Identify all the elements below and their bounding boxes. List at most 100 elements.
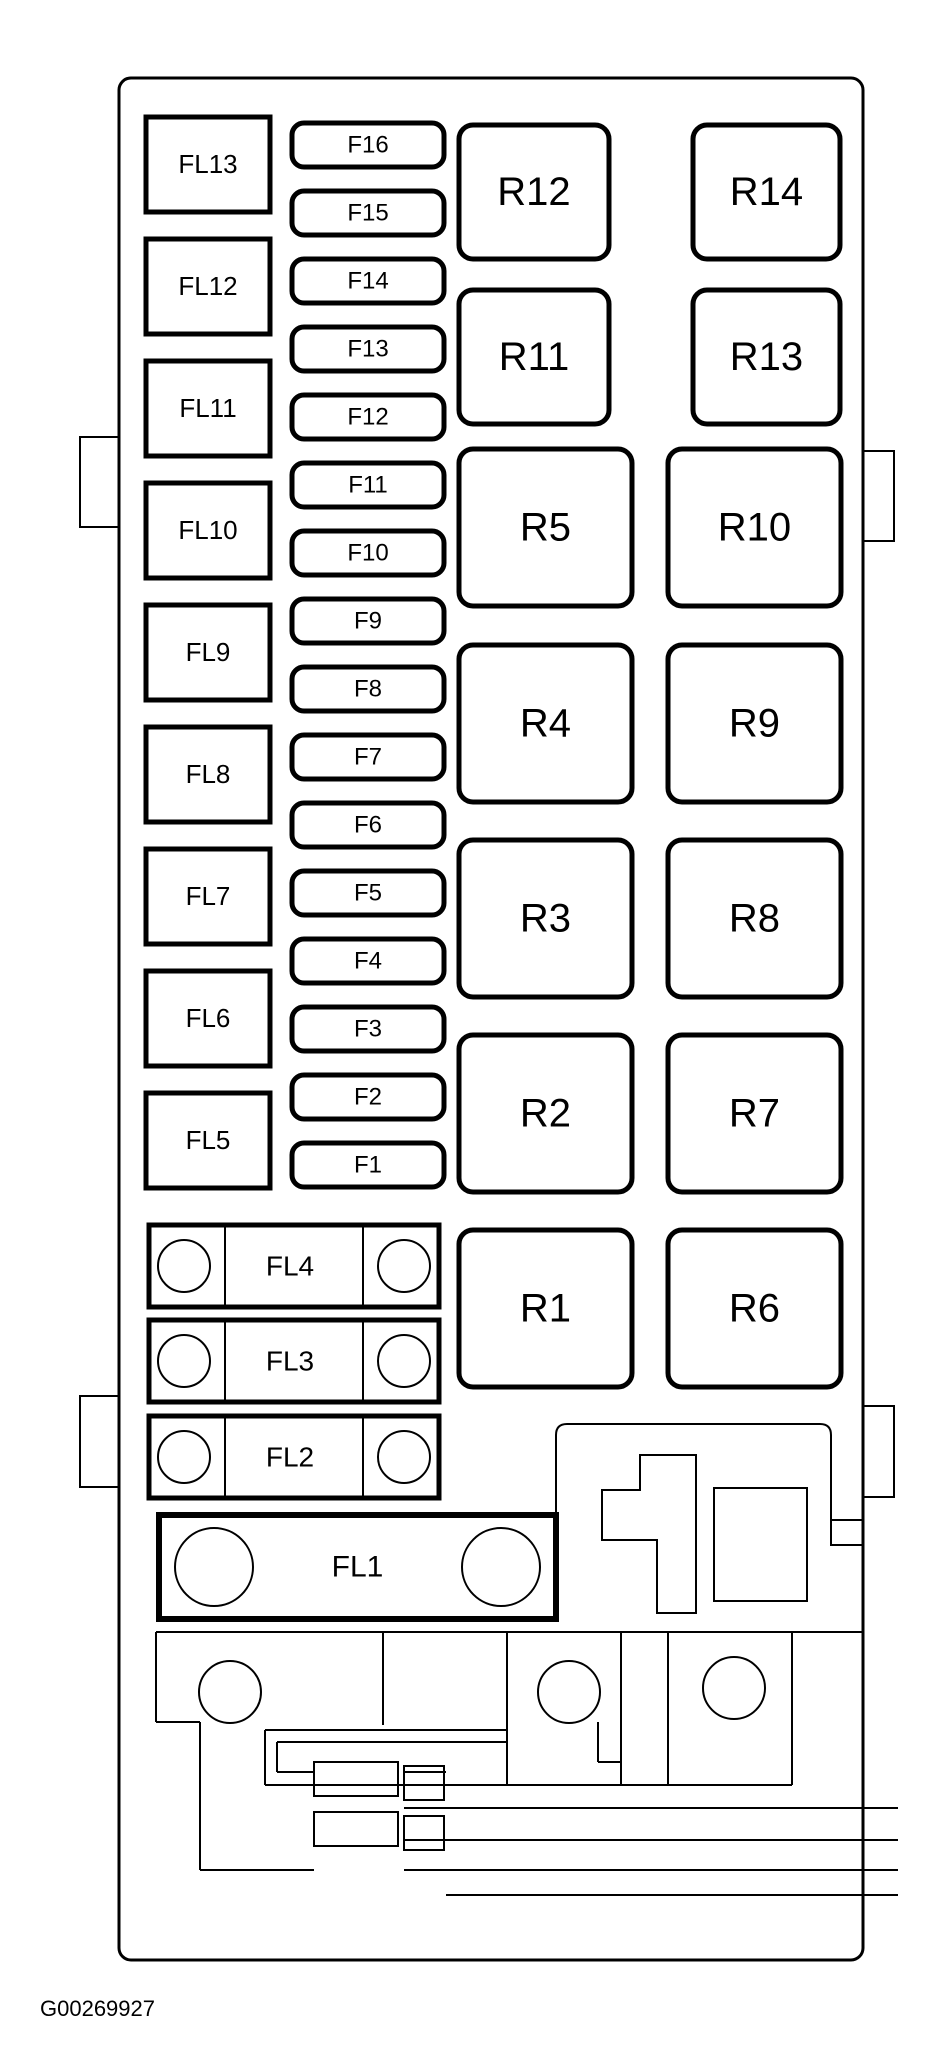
- fuse-label: F15: [347, 200, 388, 227]
- relay: [665, 1227, 844, 1390]
- fuse: [289, 324, 447, 374]
- relay: [456, 1032, 635, 1195]
- fusible-link-label: FL11: [179, 393, 236, 423]
- fusible-link-label: FL9: [186, 637, 231, 667]
- relay: [456, 837, 635, 1000]
- bolt-terminal: [377, 1334, 431, 1388]
- bolted-fusible-link-label: FL3: [266, 1346, 314, 1377]
- relay-label: R5: [520, 506, 571, 550]
- fuse: [289, 800, 447, 850]
- relay: [456, 122, 612, 262]
- connector-housing: [555, 1423, 863, 1605]
- relay: [456, 287, 612, 427]
- fuse-label: F12: [347, 404, 388, 431]
- fuse-label: F16: [347, 132, 388, 159]
- fusible-link-box: [143, 236, 273, 337]
- relay: [456, 1227, 635, 1390]
- bolt-terminal: [157, 1239, 211, 1293]
- stud-terminal: [198, 1660, 262, 1724]
- relay-label: R9: [729, 702, 780, 746]
- fuse: [289, 596, 447, 646]
- inline-component: [403, 1815, 445, 1851]
- fuse-label: F14: [347, 268, 388, 295]
- fusible-link-box: [143, 846, 273, 947]
- fuse: [289, 256, 447, 306]
- stud-terminal: [537, 1660, 601, 1724]
- fusible-link-label: FL8: [186, 759, 231, 789]
- mounting-tab-lower-right: [862, 1405, 895, 1498]
- relay-label: R11: [499, 335, 569, 379]
- fuse: [289, 868, 447, 918]
- relay: [456, 446, 635, 609]
- relay-label: R13: [730, 335, 803, 379]
- fuse-label: F8: [354, 676, 382, 703]
- bolt-terminal: [174, 1527, 254, 1607]
- mounting-tab-upper-left: [79, 436, 120, 528]
- fuse-label: F10: [347, 540, 388, 567]
- fusible-link-label: FL7: [186, 881, 231, 911]
- bolted-fusible-link-label: FL2: [266, 1442, 314, 1473]
- bolt-terminal: [157, 1334, 211, 1388]
- fusible-link-box: [143, 724, 273, 825]
- fusible-link-label: FL5: [186, 1125, 231, 1155]
- fusible-link-box: [143, 602, 273, 703]
- relay: [456, 642, 635, 805]
- connector-block: [713, 1487, 808, 1602]
- relay-label: R8: [729, 897, 780, 941]
- inline-component: [313, 1811, 399, 1847]
- connector-t-shape: [601, 1454, 697, 1614]
- fusible-link-label: FL12: [178, 271, 237, 301]
- fuse: [289, 1072, 447, 1122]
- fusible-link-box: [143, 968, 273, 1069]
- bolted-fusible-link-label: FL1: [332, 1551, 384, 1584]
- fusible-link-box: [143, 1090, 273, 1191]
- fuse-label: F4: [354, 948, 382, 975]
- relay-label: R6: [729, 1287, 780, 1331]
- fuse-label: F3: [354, 1016, 382, 1043]
- inline-component: [313, 1761, 399, 1797]
- bolt-terminal: [377, 1239, 431, 1293]
- fuse-label: F2: [354, 1084, 382, 1111]
- fuse-label: F5: [354, 880, 382, 907]
- fuse: [289, 1140, 447, 1190]
- fusible-link-box: [143, 358, 273, 459]
- fuse: [289, 460, 447, 510]
- relay-label: R7: [729, 1092, 780, 1136]
- fuse-label: F1: [354, 1152, 382, 1179]
- fuse-label: F11: [348, 472, 388, 499]
- bolted-fusible-link-label: FL4: [266, 1251, 314, 1282]
- relay-label: R2: [520, 1092, 571, 1136]
- relay: [665, 837, 844, 1000]
- relay: [665, 446, 844, 609]
- relay: [665, 642, 844, 805]
- fuse-label: F6: [354, 812, 382, 839]
- relay-label: R1: [520, 1287, 571, 1331]
- relay-label: R12: [497, 170, 570, 214]
- relay-label: R14: [730, 170, 803, 214]
- relay-label: R4: [520, 702, 571, 746]
- mounting-tab-lower-left: [79, 1395, 120, 1488]
- fusible-link-label: FL6: [186, 1003, 231, 1033]
- fuse-label: F9: [354, 608, 382, 635]
- relay: [690, 287, 843, 427]
- fuse: [289, 392, 447, 442]
- fusible-link-label: FL10: [178, 515, 237, 545]
- fuse: [289, 936, 447, 986]
- fuse: [289, 188, 447, 238]
- fuse-label: F13: [347, 336, 388, 363]
- fusible-link-box: [143, 480, 273, 581]
- relay: [665, 1032, 844, 1195]
- inline-component: [403, 1765, 445, 1801]
- fuse: [289, 120, 447, 170]
- relay: [690, 122, 843, 262]
- relay-label: R10: [718, 506, 791, 550]
- bolt-terminal: [157, 1430, 211, 1484]
- fusible-link-label: FL13: [178, 149, 237, 179]
- fuse: [289, 1004, 447, 1054]
- bolted-fusible-link: [146, 1317, 442, 1405]
- fusible-link-box: [143, 114, 273, 215]
- fuse: [289, 664, 447, 714]
- fuse-label: F7: [354, 744, 382, 771]
- bolt-terminal: [461, 1527, 541, 1607]
